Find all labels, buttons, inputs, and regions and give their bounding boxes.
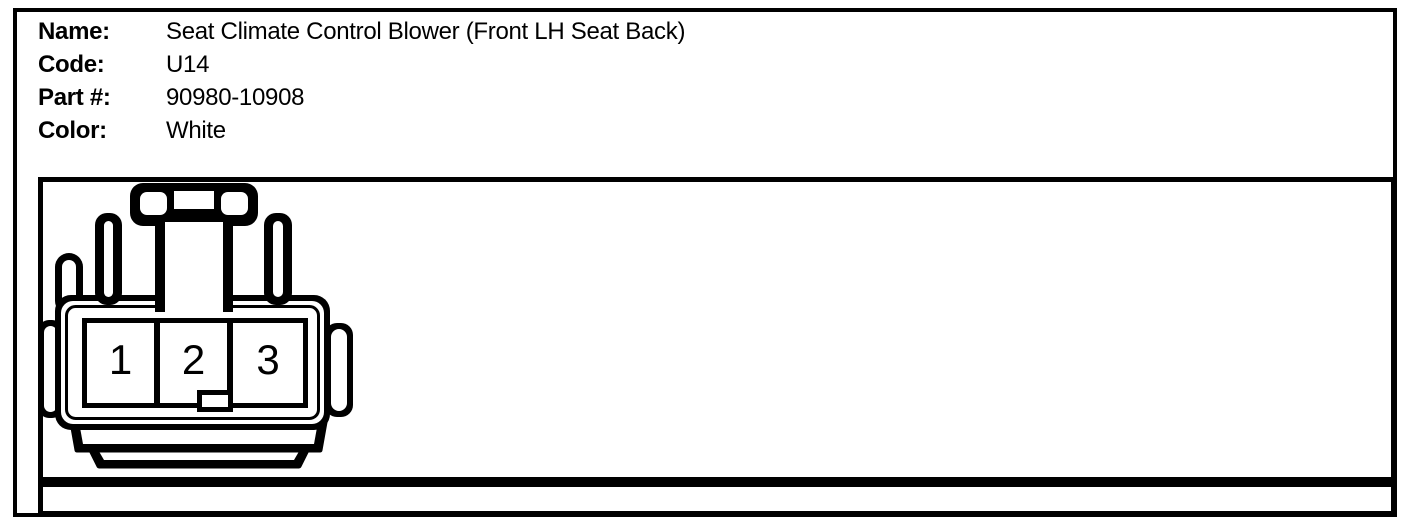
color-field-label: Color: (38, 117, 107, 144)
color-field-value: White (166, 117, 226, 144)
part-number-field-value: 90980-10908 (166, 84, 305, 111)
code-field-label: Code: (38, 51, 105, 78)
footer-strip (38, 482, 1396, 516)
lock-tab-icon (130, 183, 258, 226)
pin-block: 1 2 3 (82, 318, 308, 412)
field-row-name: Name: Seat Climate Control Blower (Front … (38, 18, 685, 45)
left-prong (95, 213, 122, 305)
field-row-color: Color: White (38, 117, 226, 144)
field-row-code: Code: U14 (38, 51, 209, 78)
right-ear (325, 323, 353, 417)
field-row-part-number: Part #: 90980-10908 (38, 84, 304, 111)
center-stem (155, 216, 233, 312)
code-field-value: U14 (166, 51, 210, 78)
part-number-field-label: Part #: (38, 84, 111, 111)
right-prong (264, 213, 292, 305)
pin-3-cell (233, 323, 303, 403)
pin-1-label: 1 (109, 336, 132, 383)
pin-2-cell (160, 323, 227, 403)
index-tab-icon (197, 390, 233, 412)
pin-2-label: 2 (182, 336, 205, 383)
pin-1-cell (87, 323, 154, 403)
pin-3-label: 3 (256, 336, 279, 383)
name-field-value: Seat Climate Control Blower (Front LH Se… (166, 18, 686, 45)
name-field-label: Name: (38, 18, 110, 45)
